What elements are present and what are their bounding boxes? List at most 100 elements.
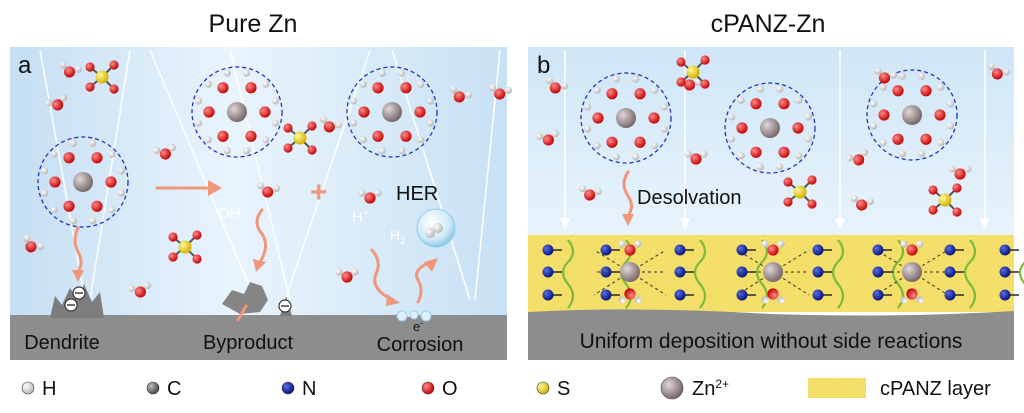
- water-molecule: [987, 62, 1011, 80]
- hydrogen-atom: [618, 296, 626, 304]
- nitrogen-atom: [812, 266, 824, 278]
- water-molecule: [761, 288, 785, 304]
- hydrogen-atom: [204, 136, 212, 144]
- water-molecule: [851, 195, 874, 211]
- sulfate-ion: [85, 60, 119, 94]
- field-arrowhead: [680, 218, 690, 230]
- oxygen-atom: [934, 109, 946, 121]
- hydrogen-atom: [900, 296, 908, 304]
- panel-b-zinc-electrode: [528, 309, 1014, 360]
- hydrogen-atom: [194, 119, 203, 127]
- oxygen-atom: [372, 82, 384, 94]
- hydrogen-atom: [987, 62, 996, 71]
- hydrogen-atom: [874, 67, 882, 75]
- hydrogen-atom: [59, 61, 67, 69]
- zinc-ion: [620, 262, 640, 282]
- solvation-shell: [191, 66, 283, 158]
- hydrogen-atom: [351, 268, 359, 276]
- field-arrowhead: [980, 218, 990, 230]
- hydrogen-atom: [358, 189, 366, 197]
- arrowhead: [253, 259, 266, 272]
- hydrogen-atom: [223, 147, 231, 155]
- hydrogen-atom: [504, 86, 512, 95]
- nitrogen-atom: [542, 244, 554, 256]
- water-molecule: [874, 67, 898, 84]
- hydrogen-atom: [359, 80, 367, 88]
- hydrogen-atom: [804, 135, 813, 143]
- h2-label: H2: [390, 227, 405, 246]
- hydrogen-atom: [128, 284, 136, 293]
- hydrogen-atom: [243, 147, 251, 155]
- solvation-shell: [580, 72, 672, 164]
- oxygen-atom: [245, 82, 257, 94]
- oxygen-atom: [634, 136, 646, 148]
- solvation-shell: [866, 69, 958, 161]
- electron-marker: [278, 299, 292, 313]
- hydrogen-atom: [612, 153, 620, 161]
- sulfur-atom: [178, 240, 192, 254]
- water-molecule: [761, 240, 785, 256]
- hydrogen-atom: [660, 103, 669, 111]
- panel-b-field-lines: [560, 50, 990, 230]
- electron-marker: [64, 298, 78, 312]
- oxygen-atom: [283, 143, 293, 153]
- hydrogen-atom: [194, 97, 203, 105]
- oxygen-atom: [892, 133, 904, 145]
- hydrogen-atom: [335, 268, 343, 276]
- oxygen-atom: [85, 82, 95, 92]
- oxygen-atom: [920, 85, 932, 97]
- panel-b-letter: b: [537, 52, 550, 79]
- hydrogen-atom: [536, 132, 544, 141]
- oxygen-atom: [307, 121, 317, 131]
- oxygen-atom: [750, 146, 762, 158]
- hydrogen-atom: [632, 75, 640, 83]
- arrowhead: [622, 214, 634, 226]
- hydrogen-atom: [1002, 68, 1011, 76]
- hydrogen-atom: [108, 150, 116, 158]
- hydrogen-atom: [660, 125, 669, 133]
- hydrogen-atom: [168, 144, 176, 152]
- oxygen-atom: [807, 175, 817, 185]
- oxygen-atom: [109, 84, 119, 94]
- legend-label: N: [302, 378, 316, 400]
- hydrogen-atom: [50, 150, 58, 158]
- oxygen-atom: [783, 197, 793, 207]
- hydrogen-atom: [398, 147, 406, 155]
- legend-swatch-c: [146, 381, 160, 395]
- nitrogen-atom: [872, 289, 884, 301]
- solvation-ring: [724, 82, 816, 174]
- oxygen-atom: [778, 98, 790, 110]
- oxygen-atom: [159, 148, 171, 160]
- hydrogen-atom: [243, 69, 251, 77]
- hydrogen-atom: [374, 189, 382, 197]
- hydrogen-atom: [776, 163, 784, 171]
- oxygen-atom: [853, 154, 865, 166]
- zinc-ion: [616, 108, 636, 128]
- panel-a-process: + HER OH- H+ H2 e- Dendrite Byproduct Co…: [24, 176, 463, 356]
- zinc-ion: [902, 262, 922, 282]
- hydrogen-atom: [40, 189, 49, 197]
- polymer-chain: [561, 239, 575, 309]
- hydrogen-atom: [153, 146, 161, 155]
- oxygen-atom: [856, 199, 868, 211]
- hydrogen-atom: [378, 69, 386, 77]
- water-molecule: [618, 288, 642, 304]
- zinc-ion: [763, 262, 783, 282]
- water-molecule: [449, 85, 473, 103]
- hydrogen-atom: [257, 182, 265, 190]
- water-molecule: [900, 240, 924, 256]
- oxygen-atom: [262, 186, 274, 198]
- oxygen-atom: [91, 152, 103, 164]
- hydrogen-atom: [464, 91, 473, 99]
- oxygen-atom: [168, 252, 178, 262]
- oxygen-atom: [767, 288, 779, 300]
- oxygen-atom: [105, 176, 117, 188]
- oxygen-atom: [192, 230, 202, 240]
- legend-label: H: [42, 378, 56, 400]
- oxygen-atom: [259, 106, 271, 118]
- sulfur-atom: [95, 70, 109, 84]
- legend-label: C: [167, 378, 181, 400]
- hydrogen-atom: [117, 189, 126, 197]
- polymer-chain: [831, 239, 845, 309]
